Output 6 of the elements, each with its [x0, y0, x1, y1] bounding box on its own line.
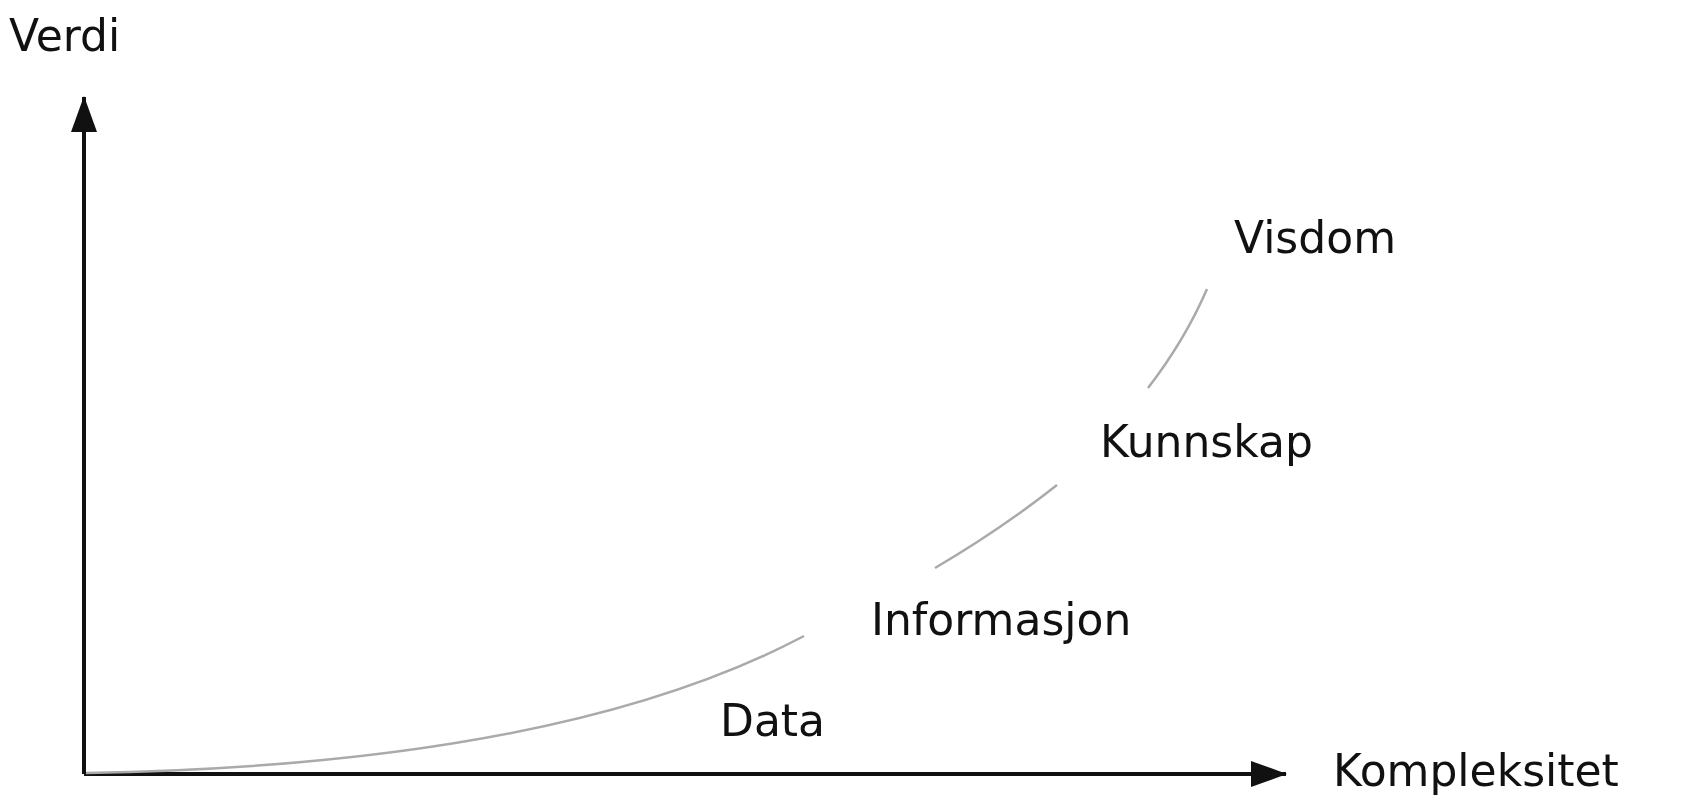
- curve-label: Informasjon: [871, 598, 1132, 642]
- axis-title: Kompleksitet: [1333, 749, 1619, 793]
- curve-label: Kunnskap: [1100, 420, 1313, 464]
- curve-label: Data: [720, 699, 826, 743]
- axis-title: Verdi: [9, 14, 121, 58]
- curve-label: Visdom: [1234, 216, 1396, 260]
